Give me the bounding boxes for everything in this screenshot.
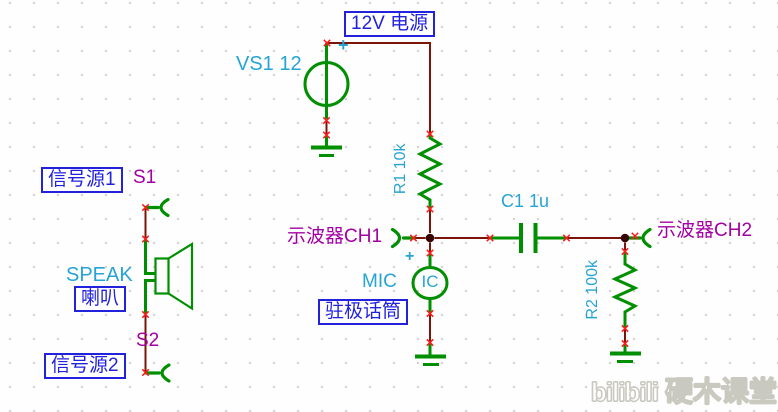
speaker-annotation-box: 喇叭 (74, 286, 127, 312)
wire-net[interactable] (144, 42, 626, 372)
dc-source-vs1[interactable] (303, 43, 350, 119)
r2-value-label: R2 100k (584, 260, 602, 320)
mic-plus-sign: + (405, 248, 415, 265)
oscilloscope-ch1-label: 示波器CH1 (287, 226, 383, 247)
pin-marks (141, 39, 639, 377)
r1-value-label: R1 10k (392, 143, 410, 195)
resistor-r2[interactable] (611, 252, 639, 328)
ground-vs1-icon[interactable] (311, 136, 342, 157)
mic-name-label: MIC (362, 271, 397, 292)
ground-mic-icon[interactable] (415, 343, 446, 366)
s1-net-label: S1 (133, 167, 157, 188)
junction-dots (425, 233, 630, 243)
vs1-plus-sign: + (338, 35, 349, 55)
s2-net-label: S2 (136, 330, 160, 351)
speaker-name-label: SPEAK (66, 264, 133, 286)
signal-source1-box: 信号源1 (41, 167, 123, 193)
ground-r2-icon[interactable] (610, 344, 641, 363)
c1-value-label: C1 1u (501, 191, 550, 211)
connector-ch2[interactable] (628, 227, 652, 249)
power-annotation-box: 12V 电源 (344, 11, 436, 37)
capacitor-c1[interactable] (490, 223, 566, 253)
mic-annotation-box: 驻极话筒 (318, 299, 409, 325)
vs1-value-label: VS1 12 (236, 53, 302, 75)
mic-ic-text: IC (421, 272, 439, 291)
resistor-r1[interactable] (416, 134, 444, 209)
oscilloscope-ch2-label: 示波器CH2 (657, 220, 753, 241)
microphone-symbol[interactable] (411, 254, 449, 313)
signal-source2-box: 信号源2 (44, 353, 126, 379)
speaker-symbol[interactable] (144, 239, 194, 314)
connector-s1[interactable] (144, 197, 170, 218)
connector-s2[interactable] (144, 363, 171, 383)
connector-ch1[interactable] (390, 227, 416, 249)
